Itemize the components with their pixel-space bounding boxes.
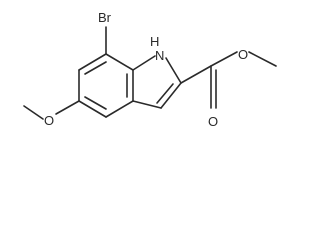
bond-c5-o [55,100,80,115]
benzene-ring [78,53,134,118]
double-bond-c6-c7-inner [84,61,107,75]
bond-c6-c7 [78,53,107,71]
bond-o-methyl [23,105,44,120]
ester-single-oxygen-label: O [238,47,248,62]
ester-carbonyl-oxygen-label: O [208,114,218,129]
double-bond-c4-c5-inner [84,96,107,110]
bond-c4-c5 [78,100,107,118]
bromine-atom-label: Br [98,10,112,25]
double-bond-c2-c3-inner [156,83,174,104]
indole-nitrogen-label: N [155,48,164,63]
bond-c2-ester-carbon [180,65,212,84]
bond-o-ester-methyl [248,51,277,67]
bond-c7-c7a [105,53,134,71]
pyrrole-ring [132,55,182,109]
chemical-structure-diagram: Br H N O O O [23,10,277,129]
bond-c2-c3 [160,82,182,109]
bond-c7a-n1 [132,55,156,71]
bond-c3a-c4 [105,100,134,118]
bond-ester-carbon-o [210,51,238,67]
indole-hydrogen-label: H [150,34,159,49]
bond-n1-c2 [165,57,182,84]
methoxy-oxygen-label: O [44,113,54,128]
bond-c3-c3a [132,100,162,109]
substituent-bonds [23,26,277,120]
